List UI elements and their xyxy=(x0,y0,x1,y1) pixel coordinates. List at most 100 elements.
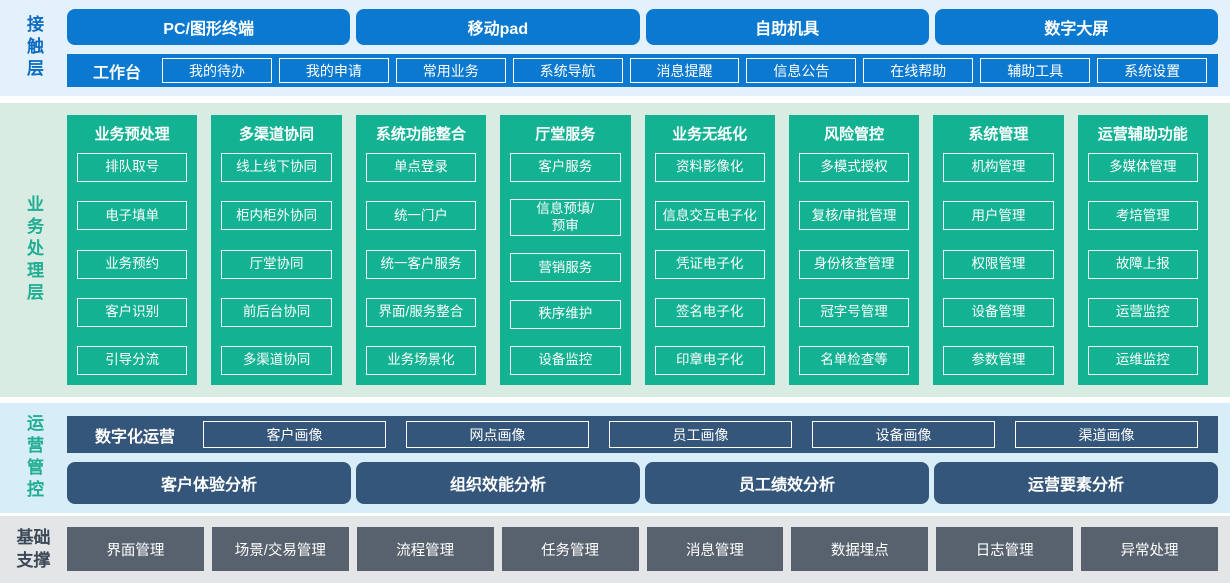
column-item: 排队取号 xyxy=(77,153,188,182)
column-item: 信息交互电子化 xyxy=(654,201,765,231)
column-item: 参数管理 xyxy=(943,346,1054,375)
analysis-operation-elements: 运营要素分析 xyxy=(934,462,1218,504)
contact-layer-label: 接触层 xyxy=(24,15,43,81)
column-title: 业务无纸化 xyxy=(672,126,748,143)
column-item: 前后台协同 xyxy=(221,297,332,327)
foundation-layer-gutter: 基础支撑 xyxy=(0,516,67,583)
column-business-preprocess: 业务预处理 排队取号 电子填单 业务预约 客户识别 引导分流 xyxy=(67,115,198,385)
column-item: 资料影像化 xyxy=(654,153,765,182)
fd-ui-management: 界面管理 xyxy=(67,527,204,571)
wb-system-nav: 系统导航 xyxy=(512,58,623,83)
column-item: 统一客户服务 xyxy=(365,249,477,279)
column-system-integration: 系统功能整合 单点登录 统一门户 统一客户服务 界面/服务整合 业务场景化 xyxy=(355,115,487,385)
digital-operation-label: 数字化运营 xyxy=(95,428,176,446)
column-risk-control: 风险管控 多模式授权 复核/审批管理 身份核查管理 冠字号管理 名单检查等 xyxy=(788,115,920,385)
column-item: 复核/审批管理 xyxy=(798,201,910,231)
wb-my-todo: 我的待办 xyxy=(162,58,272,83)
terminal-mobile-pad: 移动pad xyxy=(356,9,640,45)
column-paperless-business: 业务无纸化 资料影像化 信息交互电子化 凭证电子化 签名电子化 印章电子化 xyxy=(644,115,775,385)
column-item: 多渠道协同 xyxy=(221,346,332,375)
column-item: 权限管理 xyxy=(943,249,1054,279)
column-item: 秩序维护 xyxy=(510,299,621,329)
portrait-device: 设备画像 xyxy=(812,421,996,448)
column-item: 柜内柜外协同 xyxy=(221,201,332,231)
fd-log-management: 日志管理 xyxy=(936,527,1074,571)
column-title: 运营辅助功能 xyxy=(1097,126,1188,143)
terminal-pc-graphics: PC/图形终端 xyxy=(67,9,351,45)
analysis-row: 客户体验分析 组织效能分析 员工绩效分析 运营要素分析 xyxy=(67,462,1218,504)
contact-layer-section: 接触层 PC/图形终端 移动pad 自助机具 数字大屏 工作台 我的待办 我的申… xyxy=(0,0,1230,96)
foundation-layer-section: 基础支撑 界面管理 场景/交易管理 流程管理 任务管理 消息管理 数据埋点 日志… xyxy=(0,516,1230,583)
portrait-employee: 员工画像 xyxy=(609,421,793,448)
terminal-digital-screen: 数字大屏 xyxy=(934,9,1218,45)
wb-info-notice: 信息公告 xyxy=(746,58,857,83)
column-item: 签名电子化 xyxy=(654,297,765,327)
column-hall-service: 厅堂服务 客户服务 信息预填/ 预审 营销服务 秩序维护 设备监控 xyxy=(500,115,631,385)
column-item: 机构管理 xyxy=(943,153,1054,182)
business-layer-section: 业务处理层 业务预处理 排队取号 电子填单 业务预约 客户识别 引导分流 多渠道… xyxy=(0,103,1230,397)
column-item: 厅堂协同 xyxy=(221,249,332,279)
column-item: 身份核查管理 xyxy=(798,249,910,279)
operation-layer-label: 运营管控 xyxy=(24,414,43,502)
fd-task-management: 任务管理 xyxy=(501,527,639,571)
foundation-layer-label: 基础支撑 xyxy=(16,528,51,570)
wb-my-apply: 我的申请 xyxy=(278,58,389,83)
column-item: 引导分流 xyxy=(77,346,188,375)
terminal-row: PC/图形终端 移动pad 自助机具 数字大屏 xyxy=(67,9,1218,45)
column-title: 系统功能整合 xyxy=(375,126,466,143)
column-item: 运维监控 xyxy=(1087,346,1198,375)
column-item: 多媒体管理 xyxy=(1087,153,1198,182)
column-item: 信息预填/ 预审 xyxy=(510,199,621,236)
wb-aux-tools: 辅助工具 xyxy=(980,58,1091,83)
column-item: 线上线下协同 xyxy=(221,153,332,182)
column-item: 统一门户 xyxy=(365,201,477,231)
column-title: 厅堂服务 xyxy=(535,126,596,143)
column-item: 冠字号管理 xyxy=(798,297,910,327)
column-item: 电子填单 xyxy=(77,201,188,231)
fd-data-tracking: 数据埋点 xyxy=(791,527,929,571)
fd-scene-trade-management: 场景/交易管理 xyxy=(211,527,349,571)
column-item: 业务场景化 xyxy=(365,346,477,375)
wb-system-settings: 系统设置 xyxy=(1097,58,1208,83)
column-item: 名单检查等 xyxy=(798,346,910,375)
column-item: 设备管理 xyxy=(943,297,1054,327)
terminal-self-service: 自助机具 xyxy=(645,9,929,45)
column-item: 故障上报 xyxy=(1087,249,1198,279)
portrait-customer: 客户画像 xyxy=(203,421,387,448)
operation-layer-section: 运营管控 数字化运营 客户画像 网点画像 员工画像 设备画像 渠道画像 客户体验… xyxy=(0,403,1230,513)
column-item: 用户管理 xyxy=(943,201,1054,231)
analysis-customer-experience: 客户体验分析 xyxy=(67,462,351,504)
analysis-org-efficiency: 组织效能分析 xyxy=(356,462,640,504)
fd-exception-handling: 异常处理 xyxy=(1081,527,1218,571)
fd-message-management: 消息管理 xyxy=(646,527,784,571)
portrait-channel: 渠道画像 xyxy=(1015,421,1199,448)
operation-layer-gutter: 运营管控 xyxy=(0,403,67,513)
analysis-employee-performance: 员工绩效分析 xyxy=(645,462,929,504)
column-item: 客户服务 xyxy=(510,153,621,182)
column-item: 运营监控 xyxy=(1087,297,1198,327)
column-item: 多模式授权 xyxy=(798,153,910,182)
column-multi-channel-collab: 多渠道协同 线上线下协同 柜内柜外协同 厅堂协同 前后台协同 多渠道协同 xyxy=(211,115,342,385)
column-operation-aux: 运营辅助功能 多媒体管理 考培管理 故障上报 运营监控 运维监控 xyxy=(1077,115,1208,385)
column-item: 考培管理 xyxy=(1087,201,1198,231)
workbench-bar: 工作台 我的待办 我的申请 常用业务 系统导航 消息提醒 信息公告 在线帮助 辅… xyxy=(67,54,1218,87)
column-item: 营销服务 xyxy=(510,253,621,283)
column-item: 印章电子化 xyxy=(654,346,765,375)
column-title: 业务预处理 xyxy=(94,126,170,143)
portrait-branch: 网点画像 xyxy=(406,421,590,448)
wb-common-business: 常用业务 xyxy=(395,58,506,83)
column-title: 系统管理 xyxy=(968,126,1029,143)
contact-layer-gutter: 接触层 xyxy=(0,0,67,96)
fd-process-management: 流程管理 xyxy=(356,527,494,571)
wb-message-remind: 消息提醒 xyxy=(629,58,740,83)
column-item: 设备监控 xyxy=(510,346,621,375)
wb-online-help: 在线帮助 xyxy=(863,58,974,83)
column-title: 多渠道协同 xyxy=(239,126,315,143)
column-item: 界面/服务整合 xyxy=(365,297,477,327)
column-system-management: 系统管理 机构管理 用户管理 权限管理 设备管理 参数管理 xyxy=(933,115,1064,385)
workbench-label: 工作台 xyxy=(93,64,142,82)
digital-operation-bar: 数字化运营 客户画像 网点画像 员工画像 设备画像 渠道画像 xyxy=(67,416,1218,453)
business-layer-label: 业务处理层 xyxy=(24,195,43,305)
column-item: 凭证电子化 xyxy=(654,249,765,279)
column-title: 风险管控 xyxy=(824,126,885,143)
